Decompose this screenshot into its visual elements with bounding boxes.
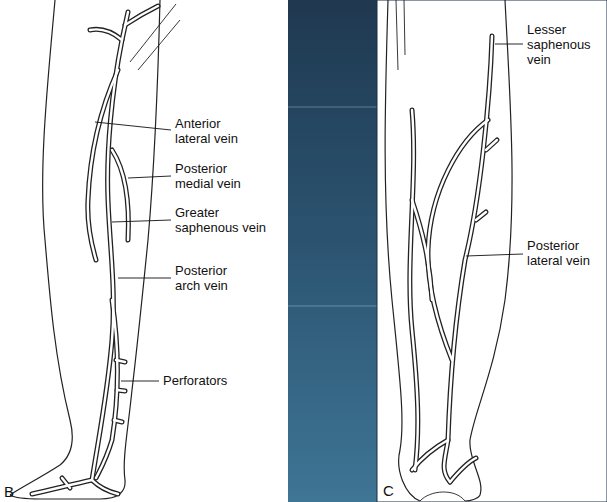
- leader-lines-b: [95, 122, 171, 381]
- vein-label: Lesser saphenous vein: [527, 22, 599, 67]
- slide-band: [288, 305, 378, 307]
- leg-outline-c: [385, 0, 512, 501]
- panel-b: [0, 0, 288, 502]
- panel-letter: C: [383, 483, 403, 498]
- veins-b: [32, 6, 158, 494]
- vein-label: Greater saphenous vein: [175, 205, 275, 235]
- slide-background: [288, 0, 607, 502]
- vein-label: Posterior lateral vein: [527, 238, 603, 268]
- leader-lines-c: [466, 44, 523, 256]
- vein-label: Perforators: [163, 373, 273, 388]
- panel-c: [377, 0, 607, 502]
- slide-band: [288, 106, 378, 108]
- vein-label: Posterior medial vein: [175, 161, 255, 191]
- panel-letter: B: [4, 484, 24, 499]
- leg-outline-b: [10, 0, 180, 499]
- veins-c: [410, 36, 497, 482]
- vein-label: Anterior lateral vein: [175, 116, 255, 146]
- vein-label: Posterior arch vein: [175, 263, 255, 293]
